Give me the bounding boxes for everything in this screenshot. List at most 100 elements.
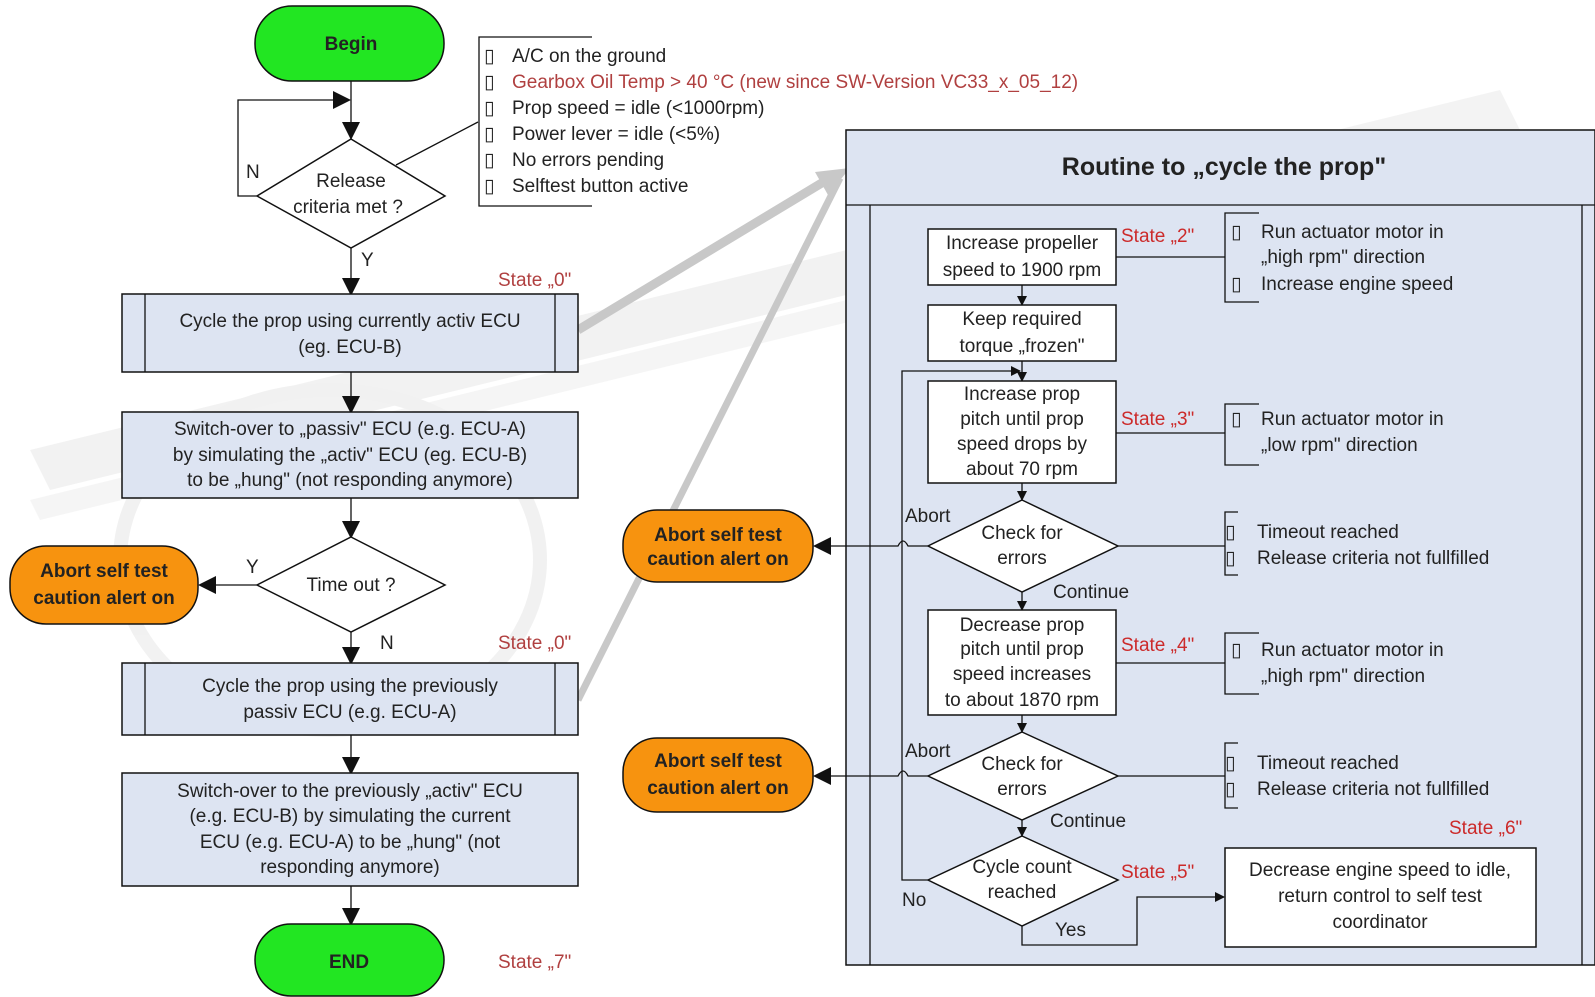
state-2-label: State „2"	[1121, 226, 1194, 247]
state-4-label: State „4"	[1121, 635, 1194, 656]
abort-left-line-2: caution alert on	[33, 588, 174, 609]
decrease-prop-pitch: Decrease prop pitch until prop speed inc…	[927, 609, 1117, 716]
release-line-2: criteria met ?	[293, 197, 403, 218]
cycle-prop-active-ecu: Cycle the prop using currently activ ECU…	[121, 293, 579, 373]
svg-text:reached: reached	[988, 882, 1057, 903]
svg-text:Run actuator motor in: Run actuator motor in	[1261, 409, 1444, 430]
svg-text:Decrease prop: Decrease prop	[960, 615, 1085, 636]
cycle2-line-1: Cycle the prop using the previously	[202, 676, 498, 697]
svg-text:errors: errors	[997, 779, 1047, 800]
abort-label-2: Abort	[905, 741, 951, 762]
switch-over-passive-ecu: Switch-over to „passiv" ECU (e.g. ECU-A)…	[121, 411, 579, 499]
abort-self-test-right-1: Abort self test caution alert on	[622, 509, 814, 583]
svg-text:Release criteria not fullfille: Release criteria not fullfilled	[1257, 779, 1489, 800]
svg-text:▯: ▯	[1225, 779, 1235, 800]
state-7-label: State „7"	[498, 952, 571, 973]
switch-over-active-ecu: Switch-over to the previously „activ" EC…	[121, 772, 579, 887]
switch2-line-1: Switch-over to the previously „activ" EC…	[177, 781, 523, 802]
svg-text:coordinator: coordinator	[1332, 912, 1428, 933]
svg-text:Run actuator motor in: Run actuator motor in	[1261, 640, 1444, 661]
svg-text:about 70 rpm: about 70 rpm	[966, 459, 1078, 480]
svg-text:Decrease engine speed to idle,: Decrease engine speed to idle,	[1249, 860, 1511, 881]
svg-text:▯: ▯	[1231, 409, 1241, 430]
svg-text:Keep required: Keep required	[962, 309, 1081, 330]
svg-text:Timeout reached: Timeout reached	[1257, 753, 1399, 774]
svg-text:Run actuator motor in: Run actuator motor in	[1261, 222, 1444, 243]
routine-title: Routine to „cycle the prop"	[1062, 153, 1386, 181]
criteria-item: Selftest button active	[512, 176, 688, 197]
criteria-item: Gearbox Oil Temp > 40 °C (new since SW-V…	[512, 72, 1078, 93]
abort-left-line-1: Abort self test	[40, 561, 168, 582]
criteria-item: Prop speed = idle (<1000rpm)	[512, 98, 764, 119]
no-label: N	[246, 162, 260, 183]
end-terminal: END	[254, 923, 445, 997]
state-6-label: State „6"	[1449, 818, 1522, 839]
svg-text:return control to self test: return control to self test	[1278, 886, 1483, 907]
svg-text:Check for: Check for	[981, 523, 1063, 544]
criteria-item: A/C on the ground	[512, 46, 666, 67]
svg-text:▯: ▯	[1231, 222, 1241, 243]
svg-text:▯: ▯	[1231, 274, 1241, 295]
state-3-notes: ▯ Run actuator motor in „low rpm" direct…	[1231, 409, 1444, 456]
criteria-item: No errors pending	[512, 150, 664, 171]
svg-text:pitch until prop: pitch until prop	[960, 639, 1084, 660]
expand-arrows	[574, 168, 850, 702]
end-label: END	[329, 952, 369, 973]
switch2-line-4: responding anymore)	[260, 857, 440, 878]
begin-terminal: Begin	[254, 5, 445, 82]
timeout-yes-label: Y	[246, 557, 259, 578]
svg-text:▯: ▯	[1231, 640, 1241, 661]
svg-text:Abort self test: Abort self test	[654, 751, 782, 772]
criteria-bullet: ▯	[484, 72, 494, 93]
svg-text:„low rpm" direction: „low rpm" direction	[1261, 435, 1418, 456]
svg-text:torque „frozen": torque „frozen"	[959, 336, 1084, 357]
svg-text:Increase prop: Increase prop	[964, 384, 1080, 405]
cycle-prop-passive-ecu: Cycle the prop using the previously pass…	[121, 662, 579, 736]
svg-text:Check for: Check for	[981, 754, 1063, 775]
svg-text:Abort self test: Abort self test	[654, 525, 782, 546]
error-notes-1: ▯ Timeout reached ▯ Release criteria not…	[1225, 522, 1489, 569]
state-5-label: State „5"	[1121, 862, 1194, 883]
state-3-label: State „3"	[1121, 409, 1194, 430]
svg-text:caution alert on: caution alert on	[647, 778, 788, 799]
svg-text:Cycle count: Cycle count	[972, 857, 1072, 878]
svg-text:Increase propeller: Increase propeller	[946, 233, 1099, 254]
abort-self-test-left: Abort self test caution alert on	[9, 545, 199, 625]
begin-label: Begin	[325, 34, 378, 55]
svg-text:pitch until prop: pitch until prop	[960, 409, 1084, 430]
state-2-notes: ▯ Run actuator motor in „high rpm" direc…	[1231, 222, 1453, 295]
svg-text:▯: ▯	[1225, 753, 1235, 774]
svg-text:speed drops by: speed drops by	[957, 434, 1087, 455]
switch1-line-1: Switch-over to „passiv" ECU (e.g. ECU-A)	[174, 419, 526, 440]
cycle1-line-2: (eg. ECU-B)	[298, 337, 401, 358]
svg-text:„high rpm" direction: „high rpm" direction	[1261, 247, 1425, 268]
abort-self-test-right-2: Abort self test caution alert on	[622, 737, 814, 813]
switch1-line-3: to be „hung" (not responding anymore)	[187, 470, 513, 491]
cycle-count-decision: Cycle count reached	[926, 835, 1120, 927]
svg-text:▯: ▯	[1225, 522, 1235, 543]
switch2-line-2: (e.g. ECU-B) by simulating the current	[189, 806, 511, 827]
state-0-label-b: State „0"	[498, 633, 571, 654]
criteria-bullet: ▯	[484, 150, 494, 171]
svg-text:„high rpm" direction: „high rpm" direction	[1261, 666, 1425, 687]
continue-label-2: Continue	[1050, 811, 1126, 832]
error-notes-2: ▯ Timeout reached ▯ Release criteria not…	[1225, 753, 1489, 800]
cycle2-line-2: passiv ECU (e.g. ECU-A)	[243, 702, 456, 723]
svg-text:Timeout reached: Timeout reached	[1257, 522, 1399, 543]
svg-text:Increase engine speed: Increase engine speed	[1261, 274, 1453, 295]
switch2-line-3: ECU (e.g. ECU-A) to be „hung" (not	[200, 832, 501, 853]
criteria-bullet: ▯	[484, 46, 494, 67]
check-errors-decision-2: Check for errors	[926, 731, 1120, 821]
criteria-item: Power lever = idle (<5%)	[512, 124, 720, 145]
check-errors-decision-1: Check for errors	[926, 499, 1120, 593]
abort-label-1: Abort	[905, 506, 951, 527]
timeout-decision: Time out ?	[255, 536, 447, 633]
svg-text:speed increases: speed increases	[953, 664, 1091, 685]
increase-propeller-speed: Increase propeller speed to 1900 rpm	[927, 228, 1117, 286]
release-criteria-decision: Release criteria met ?	[255, 138, 447, 249]
svg-text:Release criteria not fullfille: Release criteria not fullfilled	[1257, 548, 1489, 569]
increase-prop-pitch: Increase prop pitch until prop speed dro…	[927, 380, 1117, 484]
timeout-label: Time out ?	[306, 575, 395, 596]
svg-text:to about 1870 rpm: to about 1870 rpm	[945, 690, 1099, 711]
criteria-bullet: ▯	[484, 124, 494, 145]
